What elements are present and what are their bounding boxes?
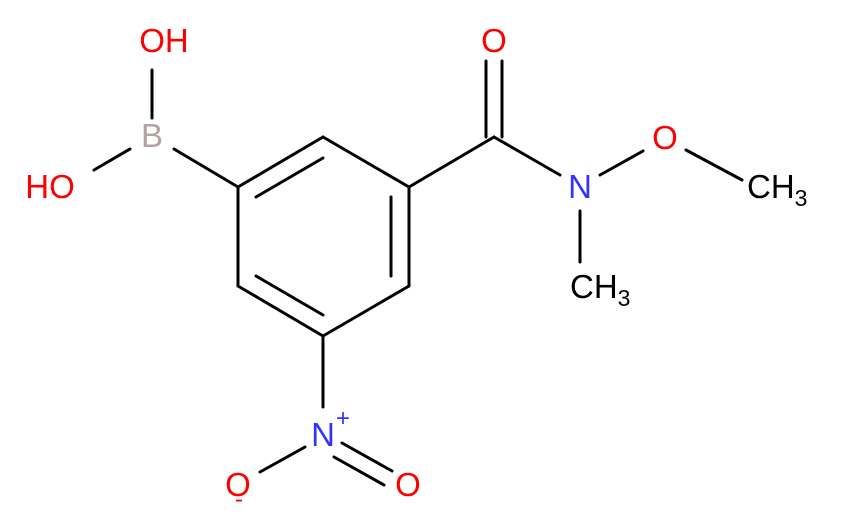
boron-label: B xyxy=(141,117,163,154)
o-ch3-bond xyxy=(684,148,744,182)
hydroxyl-left-label: HO xyxy=(25,168,75,205)
nitro-o-double-1 xyxy=(340,441,394,473)
carbonyl-oxygen-label: O xyxy=(481,22,507,59)
nitro-minus-charge: - xyxy=(235,486,243,513)
nitro-o-anion-bond xyxy=(258,445,307,474)
b-oh-left-bond xyxy=(92,147,132,172)
ring-bond-5 xyxy=(236,284,325,338)
methoxy-oxygen-label: O xyxy=(652,119,678,156)
ring-bond-5-inner xyxy=(254,274,325,317)
n-methyl-text: CH xyxy=(570,268,618,305)
ring-carbonyl-bond xyxy=(407,135,496,189)
ring-bond-2 xyxy=(321,135,411,189)
amide-nitrogen-label: N xyxy=(568,168,592,205)
c-b-bond xyxy=(172,147,240,189)
bonds xyxy=(92,59,744,487)
nitro-nitrogen-label: N xyxy=(311,416,335,453)
carbonyl-n-bond xyxy=(492,135,562,177)
ring-bond-4 xyxy=(321,284,411,338)
ring-bond-1-inner xyxy=(254,156,325,199)
n-methyl-subscript: 3 xyxy=(618,285,631,311)
methoxy-methyl-text: CH xyxy=(747,168,795,205)
nitro-plus-charge: + xyxy=(336,405,350,432)
methoxy-methyl-subscript: 3 xyxy=(795,185,808,211)
nitro-oxygen-double-label: O xyxy=(395,466,421,503)
n-methyl-label: CH3 xyxy=(570,268,630,311)
ring-bond-1 xyxy=(236,135,325,189)
nitro-o-double-2 xyxy=(332,455,386,487)
nitro-oxygen-anion-label: O xyxy=(225,466,251,503)
atom-labels: B OH HO O N O CH3 CH3 N + O - O xyxy=(25,22,807,513)
methoxy-methyl-label: CH3 xyxy=(747,168,807,211)
n-o-bond xyxy=(598,149,645,177)
hydroxyl-top-label: OH xyxy=(139,22,189,59)
